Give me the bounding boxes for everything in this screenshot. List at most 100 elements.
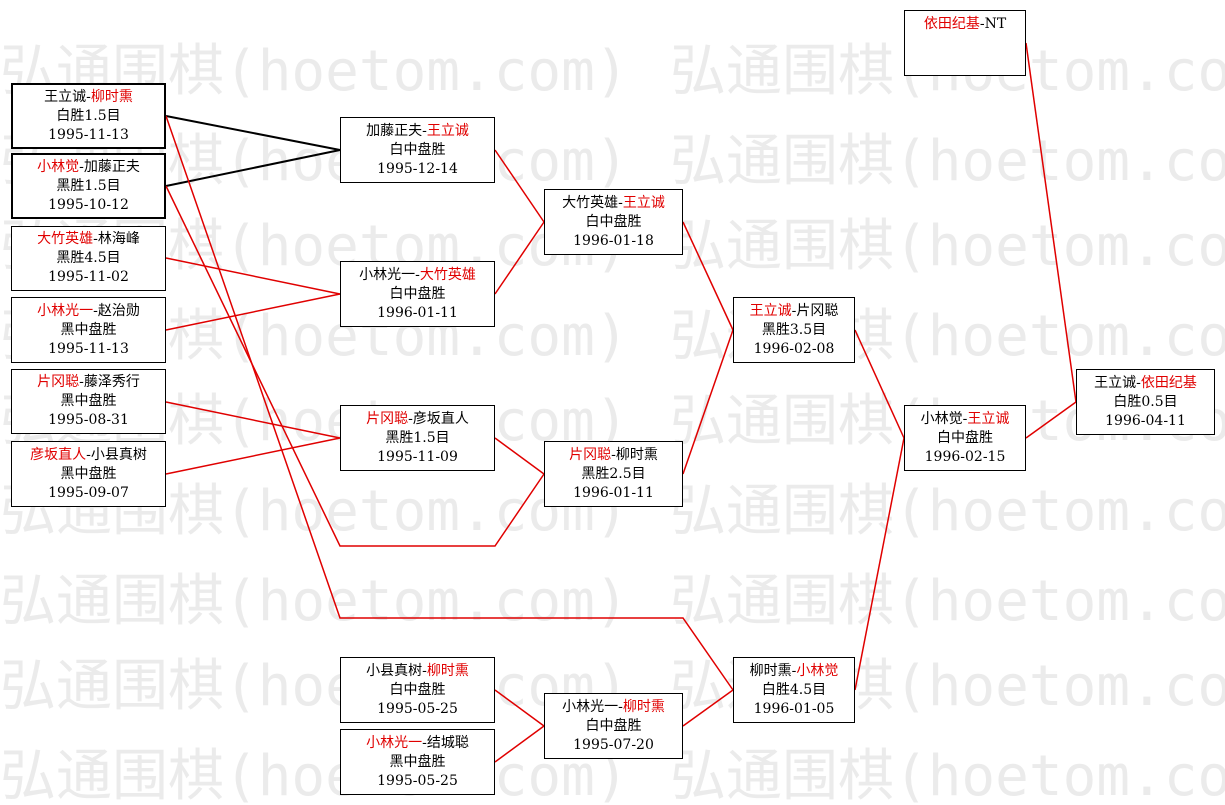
player-1-name: 大竹英雄 <box>37 231 94 247</box>
game-box-g14: 小林光一-柳时熏白中盘胜 1995-07-20 <box>544 693 683 759</box>
bracket-connector <box>165 293 341 331</box>
match-players: 依田纪基-NT <box>924 15 1006 34</box>
player-separator: - <box>962 410 968 427</box>
player-separator: - <box>415 266 420 283</box>
player-separator: - <box>422 122 427 139</box>
bracket-connector <box>854 329 905 439</box>
bracket-connector <box>682 329 734 475</box>
player-1-name: 片冈聪 <box>37 374 80 390</box>
player-2-name: 王立诚 <box>967 410 1010 427</box>
match-players: 小林光一-大竹英雄 <box>359 266 476 285</box>
player-2-name: 藤泽秀行 <box>83 374 140 390</box>
player-1-name: 加藤正夫 <box>366 122 423 139</box>
match-players: 王立诚-柳时熏 <box>44 88 133 107</box>
player-1-name: 小林光一 <box>359 266 416 283</box>
match-result: 黑中盘胜 <box>60 465 117 482</box>
bracket-connector <box>494 221 545 295</box>
bracket-connector <box>494 689 545 727</box>
game-box-g18: 王立诚-依田纪基白胜0.5目 1996-04-11 <box>1076 369 1215 435</box>
match-result: 白胜0.5目 <box>1113 393 1178 410</box>
player-separator: - <box>86 446 91 463</box>
match-date: 1995-08-31 <box>48 412 129 428</box>
player-separator: - <box>422 662 427 679</box>
player-separator: - <box>79 158 84 175</box>
match-date: 1995-11-13 <box>48 340 129 357</box>
match-date: 1996-01-11 <box>377 304 458 321</box>
bracket-connector <box>1025 401 1077 439</box>
match-date: 1995-10-12 <box>48 196 129 213</box>
bracket-connector <box>165 185 545 547</box>
player-2-name: 林海峰 <box>97 231 140 247</box>
player-1-name: 王立诚 <box>1094 374 1137 391</box>
bracket-connector <box>165 437 341 475</box>
match-players: 大竹英雄-林海峰 <box>37 230 140 249</box>
match-players: 片冈聪-彦坂直人 <box>366 410 469 429</box>
player-1-name: 依田纪基 <box>923 16 980 32</box>
player-1-name: 小林觉 <box>920 410 963 427</box>
player-separator: - <box>611 446 616 463</box>
bracket-connector <box>165 401 341 439</box>
game-box-g10: 小县真树-柳时熏白中盘胜 1995-05-25 <box>340 657 495 723</box>
bracket-connector <box>854 437 905 691</box>
player-2-name: 柳时熏 <box>622 698 665 715</box>
bracket-connector <box>165 257 341 295</box>
match-date: 1996-04-11 <box>1105 412 1186 429</box>
match-result: 白胜1.5目 <box>56 107 121 124</box>
match-players: 片冈聪-藤泽秀行 <box>37 373 140 392</box>
match-result: 白中盘胜 <box>389 141 446 158</box>
match-date: 1996-01-05 <box>753 700 835 717</box>
match-result: 白中盘胜 <box>389 681 446 698</box>
match-players: 彦坂直人-小县真树 <box>30 446 147 465</box>
player-1-name: 小县真树 <box>366 662 423 679</box>
match-result: 白中盘胜 <box>585 717 642 734</box>
match-date: 1995-07-20 <box>573 736 654 753</box>
bracket-connector <box>494 149 545 223</box>
match-date: 1995-11-02 <box>48 269 129 285</box>
match-date: 1995-12-14 <box>377 160 458 177</box>
match-players: 加藤正夫-王立诚 <box>366 122 469 141</box>
match-date: 1995-11-13 <box>48 126 129 143</box>
player-separator: - <box>93 231 98 247</box>
match-result: 黑中盘胜 <box>389 753 446 770</box>
player-separator: - <box>408 410 413 427</box>
match-players: 王立诚-依田纪基 <box>1094 374 1197 393</box>
match-result: 白中盘胜 <box>389 285 446 302</box>
match-date: 1995-05-25 <box>377 772 458 789</box>
game-box-g7: 加藤正夫-王立诚白中盘胜 1995-12-14 <box>340 117 495 183</box>
player-2-name: 王立诚 <box>622 194 665 211</box>
player-separator: - <box>618 194 623 211</box>
player-2-name: 加藤正夫 <box>83 158 140 175</box>
player-2-name: 柳时熏 <box>615 446 658 463</box>
player-2-name: 柳时熏 <box>426 662 469 679</box>
player-separator: - <box>79 374 84 390</box>
match-result: 黑胜1.5目 <box>56 177 121 194</box>
player-1-name: 小林光一 <box>366 734 423 751</box>
player-2-name: 片冈聪 <box>796 302 839 319</box>
bracket-connector <box>165 115 341 151</box>
match-result: 白胜4.5目 <box>761 681 827 698</box>
player-separator: - <box>1136 374 1141 391</box>
player-2-name: 小县真树 <box>90 446 147 463</box>
bracket-connector <box>682 221 734 331</box>
bracket-connector <box>1025 42 1077 403</box>
match-date: 1996-02-08 <box>753 340 835 357</box>
match-players: 小林光一-赵治勋 <box>37 302 140 321</box>
match-result: 黑胜2.5目 <box>581 465 646 482</box>
match-date: 1995-05-25 <box>377 700 458 717</box>
match-result: 黑胜4.5目 <box>56 250 121 266</box>
player-1-name: 王立诚 <box>44 88 87 105</box>
match-date: 1996-01-18 <box>573 232 654 249</box>
match-result: 白中盘胜 <box>937 429 993 446</box>
match-players: 小林光一-柳时熏 <box>562 698 665 717</box>
player-2-name: 赵治勋 <box>97 302 140 319</box>
match-date: 1995-11-09 <box>377 448 458 465</box>
player-1-name: 大竹英雄 <box>562 194 619 211</box>
player-2-name: 大竹英雄 <box>419 266 476 283</box>
player-1-name: 小林光一 <box>37 302 94 319</box>
